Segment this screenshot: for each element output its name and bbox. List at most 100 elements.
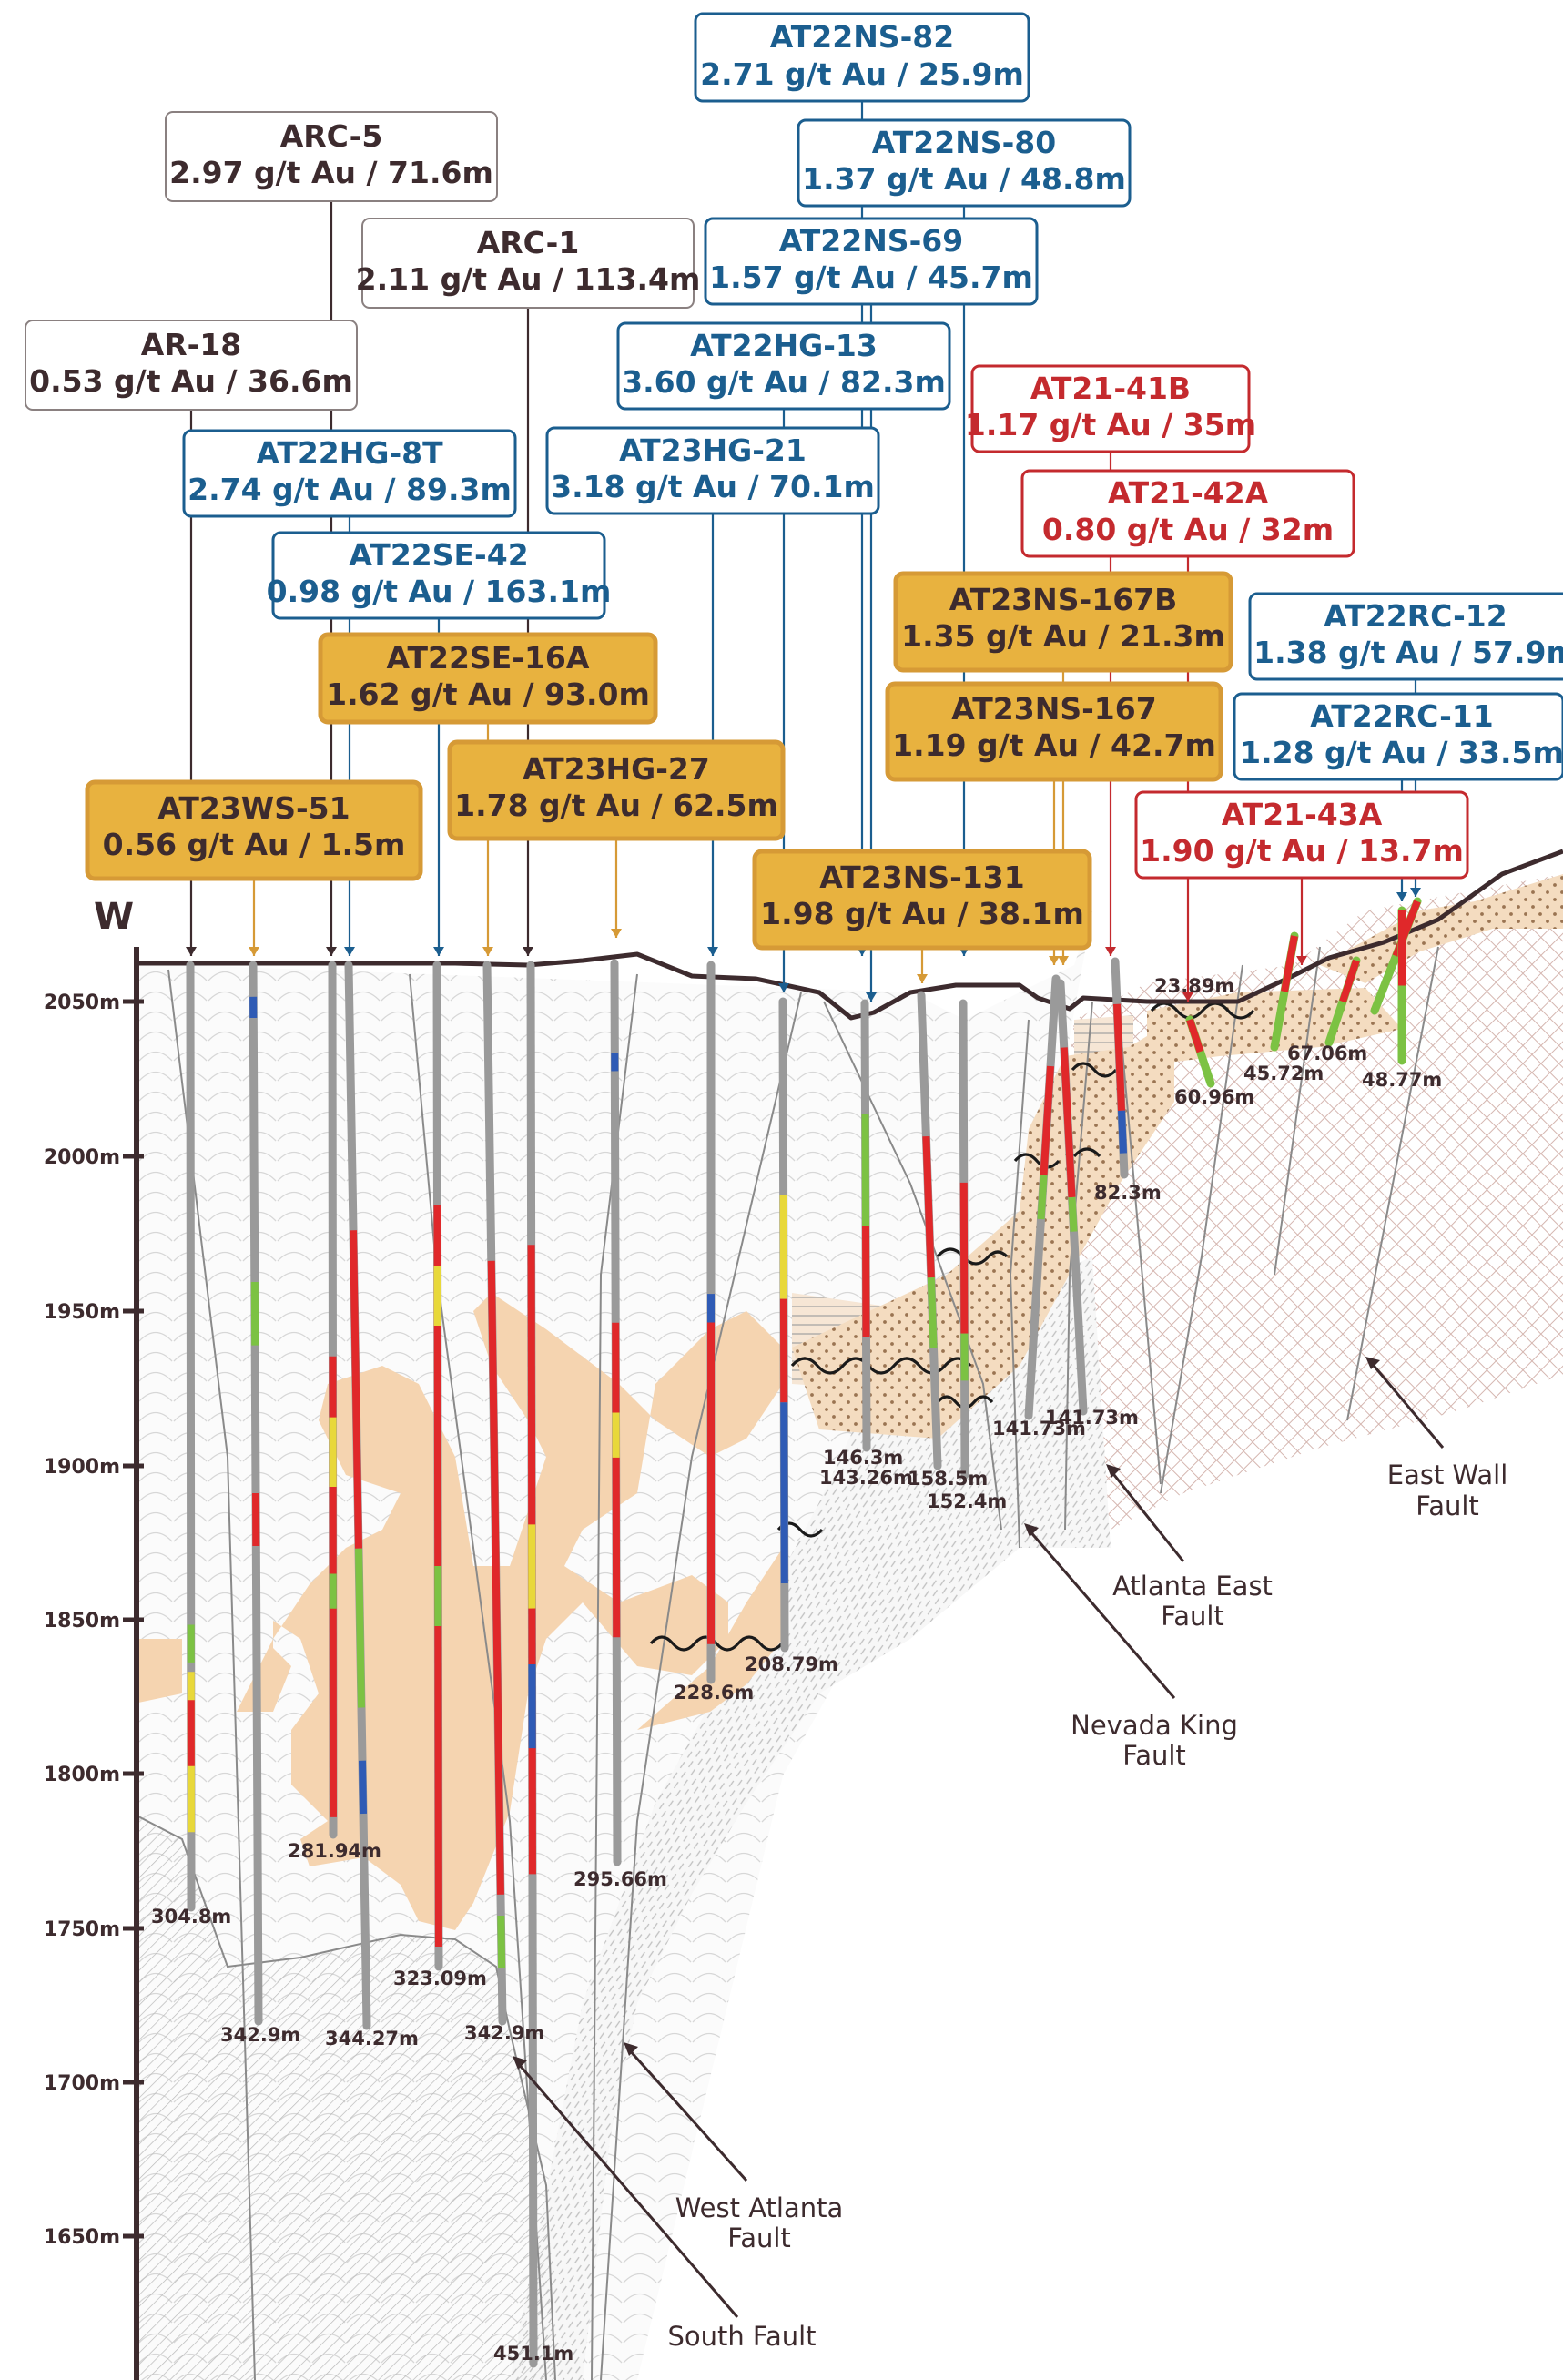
hole-label-at22rc-12: AT22RC-121.38 g/t Au / 57.9m [1248, 592, 1563, 681]
depth-label: 342.9m [220, 2024, 300, 2046]
mineralized-zone [237, 1293, 783, 1930]
svg-text:AT21-42A: AT21-42A [1108, 475, 1269, 511]
leader-arrowhead [1182, 992, 1193, 1002]
svg-text:AT22NS-80: AT22NS-80 [872, 125, 1056, 160]
leader-arrowhead [523, 947, 533, 956]
svg-text:AT23NS-167: AT23NS-167 [951, 691, 1156, 727]
hole-label-at23hg-21: AT23HG-213.18 g/t Au / 70.1m [545, 426, 880, 515]
elevation-axis: 2050m2000m1950m1900m1850m1800m1750m1700m… [44, 896, 144, 2380]
elevation-label: 1750m [44, 1918, 120, 1941]
assay-interval [1068, 1196, 1078, 1232]
depth-label: 141.73m [992, 1418, 1086, 1439]
svg-text:AT22HG-8T: AT22HG-8T [256, 435, 443, 471]
leader-arrowhead [917, 974, 928, 983]
leader-arrowhead [1105, 947, 1116, 956]
depth-label: 146.3m [823, 1447, 903, 1469]
elevation-label: 1850m [44, 1610, 120, 1632]
svg-text:1.28 g/t Au / 33.5m: 1.28 g/t Au / 33.5m [1240, 735, 1563, 770]
assay-interval [1037, 1175, 1048, 1220]
leader-arrowhead [186, 947, 197, 956]
depth-label: 152.4m [927, 1490, 1007, 1512]
depth-label: 60.96m [1174, 1086, 1254, 1108]
depth-label: 208.79m [745, 1653, 838, 1675]
assay-interval [497, 1915, 506, 1969]
leader-arrowhead [344, 947, 355, 956]
hole-label-at23ws-51: AT23WS-510.56 g/t Au / 1.5m [85, 779, 423, 881]
elevation-label: 1900m [44, 1456, 120, 1479]
assay-interval [1339, 959, 1360, 1003]
svg-text:0.80 g/t Au / 32m: 0.80 g/t Au / 32m [1042, 512, 1334, 547]
svg-text:AT23NS-167B: AT23NS-167B [949, 582, 1178, 617]
svg-text:3.18 g/t Au / 70.1m: 3.18 g/t Au / 70.1m [551, 469, 875, 504]
svg-text:AT23NS-131: AT23NS-131 [819, 859, 1024, 895]
elevation-label: 1700m [44, 2072, 120, 2095]
depth-label: 143.26m [819, 1467, 913, 1489]
depth-label: 451.1m [493, 2343, 573, 2365]
svg-text:AT21-43A: AT21-43A [1222, 797, 1383, 832]
assay-interval [487, 1260, 504, 1895]
dotted-unit-main [792, 1020, 1174, 1439]
leader-arrowhead [707, 947, 718, 956]
svg-text:AT23HG-27: AT23HG-27 [523, 751, 710, 787]
elevation-label: 1650m [44, 2226, 120, 2249]
svg-text:1.62 g/t Au / 93.0m: 1.62 g/t Au / 93.0m [326, 676, 650, 712]
assay-interval [861, 1114, 869, 1226]
depth-label: 45.72m [1243, 1063, 1324, 1084]
svg-text:AT22SE-16A: AT22SE-16A [387, 640, 590, 676]
svg-text:0.53 g/t Au / 36.6m: 0.53 g/t Au / 36.6m [29, 363, 353, 399]
svg-text:0.98 g/t Au / 163.1m: 0.98 g/t Au / 163.1m [267, 574, 612, 609]
leader-arrowhead [611, 929, 622, 938]
svg-text:2.71 g/t Au / 25.9m: 2.71 g/t Au / 25.9m [700, 56, 1024, 92]
hole-label-at22rc-11: AT22RC-111.28 g/t Au / 33.5m [1233, 692, 1563, 781]
depth-label: 344.27m [325, 2028, 419, 2049]
hole-label-at22ns-80: AT22NS-801.37 g/t Au / 48.8m [797, 118, 1132, 208]
svg-text:AT21-41B: AT21-41B [1030, 371, 1191, 406]
assay-interval [355, 1548, 365, 1708]
elevation-label: 1950m [44, 1301, 120, 1324]
svg-text:AT23WS-51: AT23WS-51 [157, 790, 350, 826]
svg-text:ARC-1: ARC-1 [477, 225, 580, 260]
assay-interval [780, 1402, 788, 1584]
leader-arrowhead [1396, 892, 1407, 901]
assay-interval [922, 1135, 935, 1278]
svg-text:1.19 g/t Au / 42.7m: 1.19 g/t Au / 42.7m [892, 727, 1216, 763]
leader-arrowhead [433, 947, 444, 956]
svg-text:AT22RC-11: AT22RC-11 [1310, 698, 1493, 734]
svg-text:1.17 g/t Au / 35m: 1.17 g/t Au / 35m [965, 407, 1256, 442]
leader-arrowhead [778, 983, 789, 992]
topographic-surface [138, 849, 1563, 1021]
assay-interval [1113, 1003, 1125, 1111]
svg-text:1.78 g/t Au / 62.5m: 1.78 g/t Au / 62.5m [454, 788, 778, 823]
svg-text:2.11 g/t Au / 113.4m: 2.11 g/t Au / 113.4m [356, 261, 701, 297]
svg-text:1.35 g/t Au / 21.3m: 1.35 g/t Au / 21.3m [901, 618, 1225, 654]
svg-text:AT22NS-82: AT22NS-82 [770, 19, 954, 55]
hole-label-at22ns-82: AT22NS-822.71 g/t Au / 25.9m [694, 12, 1030, 103]
leader-arrowhead [1410, 888, 1421, 897]
depth-label: 158.5m [908, 1468, 988, 1490]
mineralized-zone-west [138, 1639, 182, 1703]
svg-text:AT22HG-13: AT22HG-13 [690, 328, 878, 363]
elevation-label: 1800m [44, 1764, 120, 1786]
depth-label: 228.6m [674, 1682, 754, 1704]
leader-arrowhead [482, 947, 493, 956]
assay-interval [350, 1230, 362, 1549]
assay-interval [1186, 1018, 1204, 1053]
leader-arrowhead [1296, 956, 1307, 965]
hole-label-at22hg-8t: AT22HG-8T2.74 g/t Au / 89.3m [182, 429, 517, 518]
depth-label: 67.06m [1287, 1043, 1367, 1064]
hole-label-arc-1: ARC-12.11 g/t Au / 113.4m [356, 218, 701, 309]
hole-label-arc-5: ARC-52.97 g/t Au / 71.6m [165, 111, 498, 202]
assay-interval [359, 1760, 367, 1815]
assay-interval [1281, 935, 1298, 992]
assay-interval [1060, 1047, 1076, 1198]
leader-arrowhead [326, 947, 337, 956]
assay-interval [612, 1322, 621, 1638]
leader-arrowhead [1058, 956, 1069, 965]
